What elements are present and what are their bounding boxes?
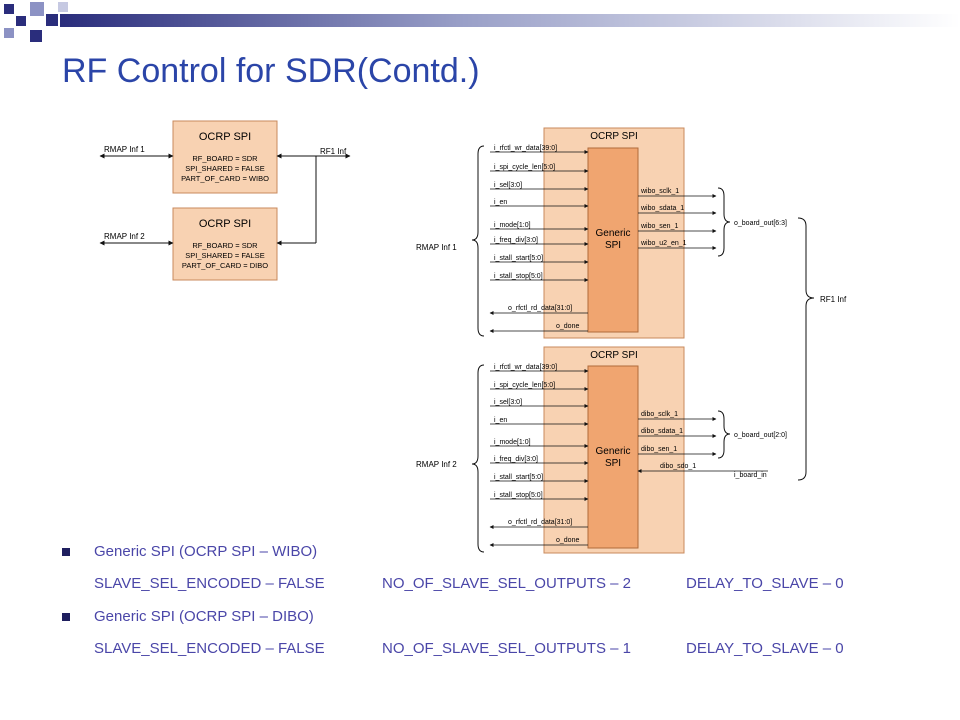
top-rmap-label: RMAP Inf 1 <box>416 243 457 252</box>
box1-line-2: SPI_SHARED = FALSE <box>185 164 264 173</box>
param-no-of-slave-sel-outputs: NO_OF_SLAVE_SEL_OUTPUTS – 1 <box>382 640 631 657</box>
top-bus-label: o_board_out[6:3] <box>734 220 787 227</box>
right-top-block: OCRP SPI Generic SPI i_rfctl_wr_data[39:… <box>416 127 787 339</box>
bottom-input-right-label: dibo_sdo_1 <box>660 463 696 470</box>
bullet-text: Generic SPI (OCRP SPI – WIBO) <box>94 543 318 560</box>
param-slave-sel-encoded: SLAVE_SEL_ENCODED – FALSE <box>94 640 325 657</box>
bottom-output-left-label: o_done <box>556 537 579 544</box>
bottom-bus-label: o_board_out[2:0] <box>734 432 787 439</box>
top-input-label: i_spi_cycle_len[5:0] <box>494 164 555 171</box>
top-input-label: i_freq_div[3:0] <box>494 237 538 244</box>
param-slave-sel-encoded: SLAVE_SEL_ENCODED – FALSE <box>94 575 325 592</box>
box2-line-3: PART_OF_CARD = DIBO <box>182 261 268 270</box>
param-delay-to-slave: DELAY_TO_SLAVE – 0 <box>686 640 844 657</box>
top-block-title: OCRP SPI <box>590 131 638 142</box>
bottom-output-right-label: dibo_sen_1 <box>641 446 677 453</box>
box2-title: OCRP SPI <box>199 218 251 230</box>
param-no-of-slave-sel-outputs: NO_OF_SLAVE_SEL_OUTPUTS – 2 <box>382 575 631 592</box>
bottom-input-label: i_mode[1:0] <box>494 439 531 446</box>
top-input-label: i_stall_stop[5:0] <box>494 273 543 280</box>
box2-line-1: RF_BOARD = SDR <box>192 241 258 250</box>
top-output-left-label: o_rfctl_rd_data[31:0] <box>508 305 572 312</box>
top-core-label-2: SPI <box>605 240 621 251</box>
bullet-text: Generic SPI (OCRP SPI – DIBO) <box>94 608 314 625</box>
top-output-right-label: wibo_sclk_1 <box>640 188 679 195</box>
generic-spi-core-top <box>587 147 639 333</box>
rf1-inf-brace <box>797 217 815 481</box>
bullet-marker <box>62 548 70 556</box>
bottom-output-left-label: o_rfctl_rd_data[31:0] <box>508 519 572 526</box>
bottom-input-label: i_stall_start[5:0] <box>494 474 543 481</box>
bottom-input-label: i_rfctl_wr_data[39:0] <box>494 364 557 371</box>
generic-spi-core-bottom <box>587 365 639 549</box>
bottom-core-label-1: Generic <box>595 446 630 457</box>
top-input-label: i_mode[1:0] <box>494 222 531 229</box>
slide-title: RF Control for SDR(Contd.) <box>62 52 480 90</box>
top-input-label: i_en <box>494 199 507 206</box>
top-input-label: i_stall_start[5:0] <box>494 255 543 262</box>
box1-line-1: RF_BOARD = SDR <box>192 154 258 163</box>
top-core-label-1: Generic <box>595 228 630 239</box>
bottom-input-label: i_spi_cycle_len[5:0] <box>494 382 555 389</box>
ocrp-spi-box-1 <box>172 120 278 194</box>
bottom-block-title: OCRP SPI <box>590 350 638 361</box>
bottom-input-label: i_sel[3:0] <box>494 399 522 406</box>
rmap-inf-1-label: RMAP Inf 1 <box>104 145 145 154</box>
bullet-marker <box>62 613 70 621</box>
param-delay-to-slave: DELAY_TO_SLAVE – 0 <box>686 575 844 592</box>
bottom-input-label: i_en <box>494 417 507 424</box>
left-rf1-inf-label: RF1 Inf <box>320 147 347 156</box>
right-rf1-inf-label: RF1 Inf <box>820 295 847 304</box>
top-input-label: i_sel[3:0] <box>494 182 522 189</box>
bottom-output-right-label: dibo_sdata_1 <box>641 428 683 435</box>
rmap-inf-2-label: RMAP Inf 2 <box>104 232 145 241</box>
top-output-left-label: o_done <box>556 323 579 330</box>
top-output-right-label: wibo_u2_en_1 <box>640 240 687 247</box>
board-in-label: i_board_in <box>734 472 767 479</box>
bottom-rmap-label: RMAP Inf 2 <box>416 460 457 469</box>
left-overview-diagram: OCRP SPI RF_BOARD = SDR SPI_SHARED = FAL… <box>99 120 351 281</box>
bottom-output-right-label: dibo_sclk_1 <box>641 411 678 418</box>
box1-title: OCRP SPI <box>199 131 251 143</box>
ocrp-spi-box-2 <box>172 207 278 281</box>
bottom-core-label-2: SPI <box>605 458 621 469</box>
top-output-right-label: wibo_sen_1 <box>640 223 678 230</box>
top-input-label: i_rfctl_wr_data[39:0] <box>494 145 557 152</box>
top-output-right-label: wibo_sdata_1 <box>640 205 684 212</box>
box1-line-3: PART_OF_CARD = WIBO <box>181 174 269 183</box>
box2-line-2: SPI_SHARED = FALSE <box>185 251 264 260</box>
decorative-header-bar <box>4 2 960 42</box>
right-bottom-block: OCRP SPI Generic SPI i_rfctl_wr_data[39:… <box>416 346 787 554</box>
bottom-input-label: i_stall_stop[5:0] <box>494 492 543 499</box>
bottom-input-label: i_freq_div[3:0] <box>494 456 538 463</box>
